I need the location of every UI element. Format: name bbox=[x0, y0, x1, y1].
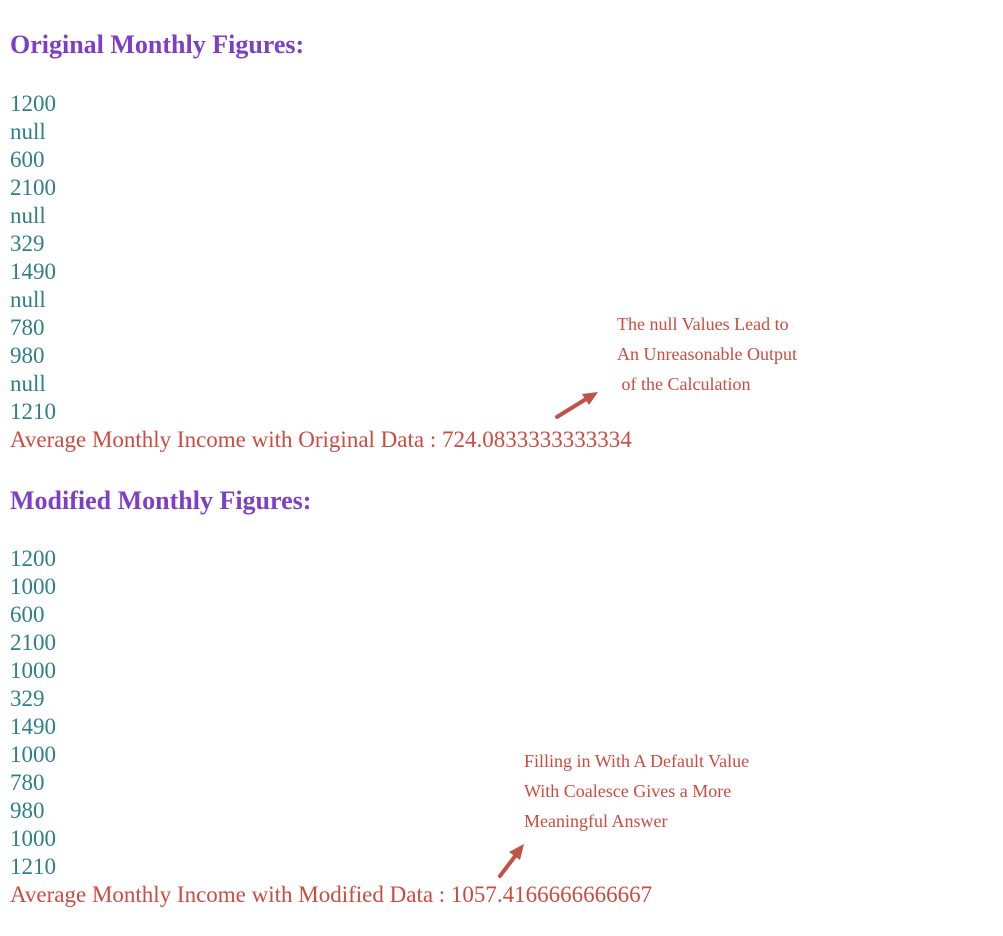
list-item: 780 bbox=[10, 315, 45, 340]
list-item: 1200 bbox=[10, 546, 56, 571]
list-item: 1000 bbox=[10, 826, 56, 851]
annotation-line: With Coalesce Gives a More bbox=[524, 781, 732, 801]
list-item: 2100 bbox=[10, 630, 56, 655]
list-item: 1210 bbox=[10, 399, 56, 424]
list-item: 1000 bbox=[10, 574, 56, 599]
list-item: 1000 bbox=[10, 742, 56, 767]
list-item: 329 bbox=[10, 686, 45, 711]
list-item: 600 bbox=[10, 602, 45, 627]
list-item: null bbox=[10, 371, 46, 396]
list-item: 2100 bbox=[10, 175, 56, 200]
annotation-line: Meaningful Answer bbox=[524, 811, 668, 831]
list-item: 980 bbox=[10, 343, 45, 368]
original-values-list: 1200 null 600 2100 null 329 1490 null 78… bbox=[10, 90, 56, 426]
list-item: 980 bbox=[10, 798, 45, 823]
original-annotation: The null Values Lead to An Unreasonable … bbox=[617, 309, 797, 399]
list-item: null bbox=[10, 119, 46, 144]
list-item: 1210 bbox=[10, 854, 56, 879]
original-section-heading: Original Monthly Figures: bbox=[10, 30, 305, 59]
annotation-line: of the Calculation bbox=[617, 374, 751, 394]
original-average-text: Average Monthly Income with Original Dat… bbox=[10, 427, 632, 452]
list-item: 1490 bbox=[10, 714, 56, 739]
list-item: 1200 bbox=[10, 91, 56, 116]
list-item: 600 bbox=[10, 147, 45, 172]
list-item: 329 bbox=[10, 231, 45, 256]
arrow-up-right-icon bbox=[498, 844, 524, 878]
modified-average-text: Average Monthly Income with Modified Dat… bbox=[10, 882, 653, 907]
arrow-up-right-icon bbox=[555, 392, 598, 419]
modified-values-list: 1200 1000 600 2100 1000 329 1490 1000 78… bbox=[10, 545, 56, 881]
annotation-line: An Unreasonable Output bbox=[617, 344, 797, 364]
annotation-line: The null Values Lead to bbox=[617, 314, 789, 334]
list-item: 780 bbox=[10, 770, 45, 795]
modified-annotation: Filling in With A Default Value With Coa… bbox=[524, 746, 749, 836]
modified-section-heading: Modified Monthly Figures: bbox=[10, 486, 312, 515]
annotation-line: Filling in With A Default Value bbox=[524, 751, 750, 771]
list-item: 1490 bbox=[10, 259, 56, 284]
list-item: 1000 bbox=[10, 658, 56, 683]
list-item: null bbox=[10, 203, 46, 228]
list-item: null bbox=[10, 287, 46, 312]
